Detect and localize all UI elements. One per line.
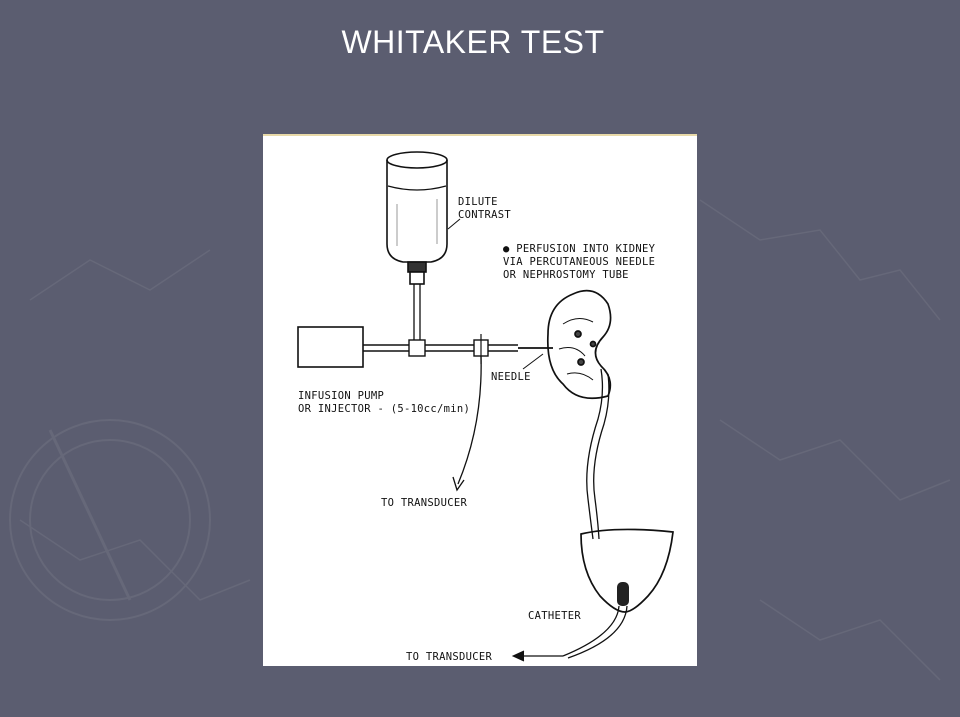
label-needle: NEEDLE: [491, 371, 531, 383]
transducer-tube-top: [457, 355, 482, 485]
label-pump-2: OR INJECTOR - (5-10cc/min): [298, 403, 470, 415]
label-to-transducer-bottom: TO TRANSDUCER: [406, 651, 492, 663]
label-pump-1: INFUSION PUMP: [298, 390, 384, 402]
slide-title: WHITAKER TEST: [341, 24, 605, 60]
bladder: [580, 528, 674, 613]
contrast-bottle: [386, 151, 448, 344]
catheter-bulb: [617, 582, 629, 606]
compass-watermark: [9, 419, 211, 621]
ureter: [586, 368, 610, 540]
label-catheter: CATHETER: [528, 610, 581, 622]
diagram-panel: DILUTE CONTRAST INFUSION PUMP OR INJECTO…: [263, 134, 697, 666]
whitaker-diagram: DILUTE CONTRAST INFUSION PUMP OR INJECTO…: [263, 134, 697, 663]
label-perfusion-3: OR NEPHROSTOMY TUBE: [503, 269, 629, 281]
catheter-tube: [562, 605, 628, 659]
label-perfusion-2: VIA PERCUTANEOUS NEEDLE: [503, 256, 655, 268]
label-contrast: CONTRAST: [458, 209, 511, 221]
label-perfusion-1: ● PERFUSION INTO KIDNEY: [503, 243, 656, 255]
label-to-transducer-top: TO TRANSDUCER: [381, 497, 467, 509]
infusion-tubing: [363, 334, 553, 364]
infusion-pump-box: [297, 326, 364, 368]
kidney: [546, 289, 612, 400]
label-dilute: DILUTE: [458, 196, 498, 208]
